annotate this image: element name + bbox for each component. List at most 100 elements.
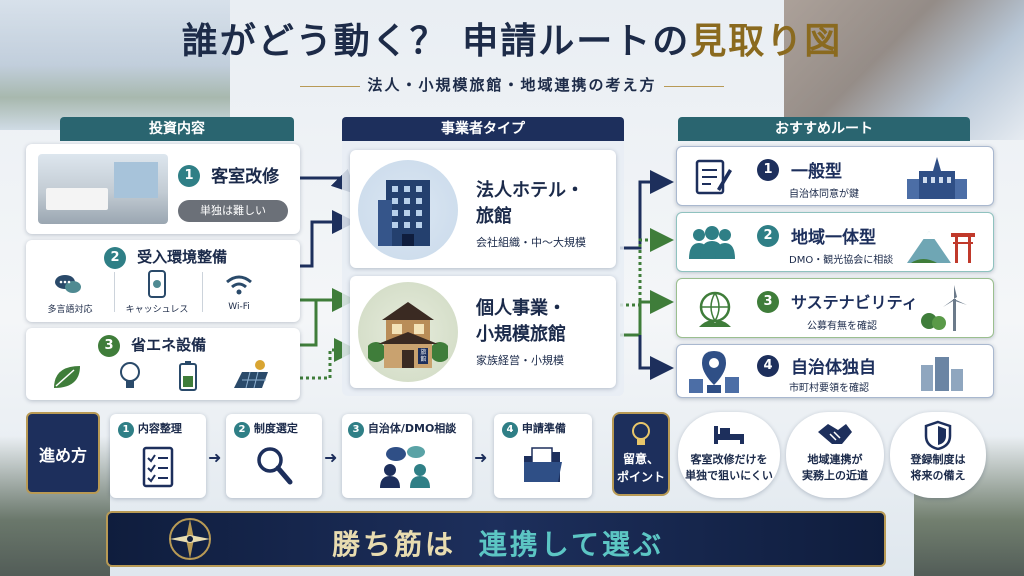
magnifier-icon [257, 447, 293, 485]
step-card-1: 1 内容整理 [110, 414, 206, 498]
route-4-label: 自治体独自 [791, 358, 876, 378]
window-shape [114, 162, 158, 198]
investment-3-title: 3 省エネ設備 [98, 334, 206, 357]
background-lounge-scene [784, 0, 1024, 140]
operator-card-corporate: 法人ホテル・ 旅館 会社組織・中〜大規模 [350, 150, 616, 268]
points-label: 留意、 ポイント [614, 450, 668, 486]
document-pen-icon [695, 159, 732, 195]
page-title: 誰がどう動く？ 申請ルートの見取り図 [0, 12, 1024, 64]
investment-1-label: 客室改修 [211, 167, 280, 187]
point-1-line2: 単独で狙いにくい [685, 469, 773, 482]
point-3-line1: 登録制度は [910, 453, 966, 466]
title-main: 誰がどう動く？ 申請ルートの [181, 20, 691, 62]
bed-shape [46, 188, 108, 210]
smartphone-payment-icon [148, 270, 166, 298]
step-2-title: 2 制度選定 [234, 420, 298, 438]
investment-2-item-3: Wi-Fi [228, 302, 250, 312]
investment-1-number: 1 [178, 165, 200, 187]
step-arrow-1: ➜ [208, 448, 222, 467]
route-3-number: 3 [757, 291, 779, 313]
investment-1-note-badge: 単独は難しい [178, 200, 288, 222]
ryokan-sign-label: 旅館 [420, 349, 427, 363]
route-4-note: 市町村要領を確認 [789, 383, 869, 394]
operator-small-label-line1: 個人事業・ [476, 298, 566, 319]
step-arrow-3: ➜ [474, 448, 488, 467]
point-1-line1: 客室改修だけを [690, 453, 768, 466]
route-1-note: 自治体同意が鍵 [789, 189, 859, 200]
chat-bubbles-icon [55, 275, 81, 293]
column-header-operator: 事業者タイプ [342, 117, 624, 141]
divider [114, 272, 115, 312]
conclusion-banner: 勝ち筋は 連携して選ぶ [106, 511, 886, 567]
route-3-label: サステナビリティ [791, 293, 918, 312]
people-group-icon [689, 226, 735, 259]
compass-icon [169, 518, 211, 560]
banner-part-1: 勝ち筋は [332, 528, 457, 561]
point-1-text: 客室改修だけを 単独で狙いにくい [678, 452, 780, 484]
investment-2-number: 2 [104, 247, 126, 269]
step-3-title: 3 自治体/DMO相談 [348, 420, 456, 438]
point-2-text: 地域連携が 実務上の近道 [786, 452, 884, 484]
operator-card-small-ryokan: 旅館 個人事業・ 小規模旅館 家族経営・小規模 [350, 276, 616, 388]
points-label-line2: ポイント [616, 470, 665, 484]
point-3-text: 登録制度は 将来の備え [890, 452, 986, 484]
city-hall-icon [907, 157, 967, 199]
investment-1-title: 1 客室改修 [178, 162, 279, 187]
step-2-label: 制度選定 [253, 422, 298, 435]
route-card-1: 1 一般型 自治体同意が鍵 [676, 146, 994, 206]
guest-room-photo [38, 154, 168, 224]
step-4-title: 4 申請準備 [502, 420, 566, 438]
operator-corporate-label-line1: 法人ホテル・ [476, 180, 584, 201]
point-card-2: 地域連携が 実務上の近道 [786, 412, 884, 498]
wifi-icon [226, 275, 252, 295]
operator-corporate-label-line2: 旅館 [476, 206, 512, 227]
point-card-1: 客室改修だけを 単独で狙いにくい [678, 412, 780, 498]
points-label-line1: 留意、 [622, 452, 659, 466]
point-2-line2: 実務上の近道 [802, 469, 868, 482]
investment-2-item-1: 多言語対応 [47, 305, 93, 315]
step-1-title: 1 内容整理 [118, 420, 182, 438]
operator-small-label-line2: 小規模旅館 [476, 324, 566, 345]
step-3-label: 自治体/DMO相談 [367, 422, 457, 435]
light-bulb-icon [120, 362, 140, 388]
bed-icon [714, 426, 744, 444]
operator-small-note: 家族経営・小規模 [476, 354, 564, 367]
investment-3-number: 3 [98, 335, 120, 357]
hotel-illustration [358, 160, 458, 260]
ryokan-illustration: 旅館 [358, 282, 458, 382]
step-4-number: 4 [502, 422, 518, 438]
points-label-box: 留意、 ポイント [612, 412, 670, 496]
globe-leaf-icon [699, 291, 731, 327]
operator-corporate-label: 法人ホテル・ 旅館 [476, 178, 584, 230]
operator-small-label: 個人事業・ 小規模旅館 [476, 296, 566, 348]
checklist-icon [142, 446, 174, 488]
step-3-number: 3 [348, 422, 364, 438]
step-arrow-2: ➜ [324, 448, 338, 467]
point-3-line2: 将来の備え [910, 469, 966, 482]
solar-panel-icon [234, 360, 268, 389]
banner-part-2: 連携して選ぶ [478, 528, 664, 561]
folder-document-icon [524, 447, 562, 482]
conclusion-text: 勝ち筋は 連携して選ぶ [108, 523, 888, 563]
city-buildings-icon [921, 357, 963, 391]
route-card-4: 4 自治体独自 市町村要領を確認 [676, 344, 994, 398]
handshake-icon [818, 424, 852, 444]
investment-2-label: 受入環境整備 [137, 248, 228, 266]
mountain-torii-icon [907, 231, 975, 263]
steps-label-box: 進め方 [26, 412, 100, 494]
investment-card-2: 2 受入環境整備 多言語対応 キャッシュレス Wi-Fi [26, 240, 300, 322]
steps-label: 進め方 [38, 446, 87, 465]
step-4-label: 申請準備 [521, 422, 566, 435]
consultation-icon [380, 446, 430, 488]
ryokan-house-icon [368, 302, 448, 368]
operator-corporate-note: 会社組織・中〜大規模 [476, 236, 586, 249]
route-card-3: 3 サステナビリティ 公募有無を確認 [676, 278, 994, 338]
background-lake-scene [0, 0, 230, 130]
investment-3-label: 省エネ設備 [131, 336, 207, 354]
battery-icon [179, 361, 197, 391]
step-1-label: 内容整理 [137, 422, 182, 435]
route-2-label: 地域一体型 [791, 228, 876, 248]
column-header-investment: 投資内容 [60, 117, 294, 141]
hotel-building-icon [378, 180, 430, 246]
